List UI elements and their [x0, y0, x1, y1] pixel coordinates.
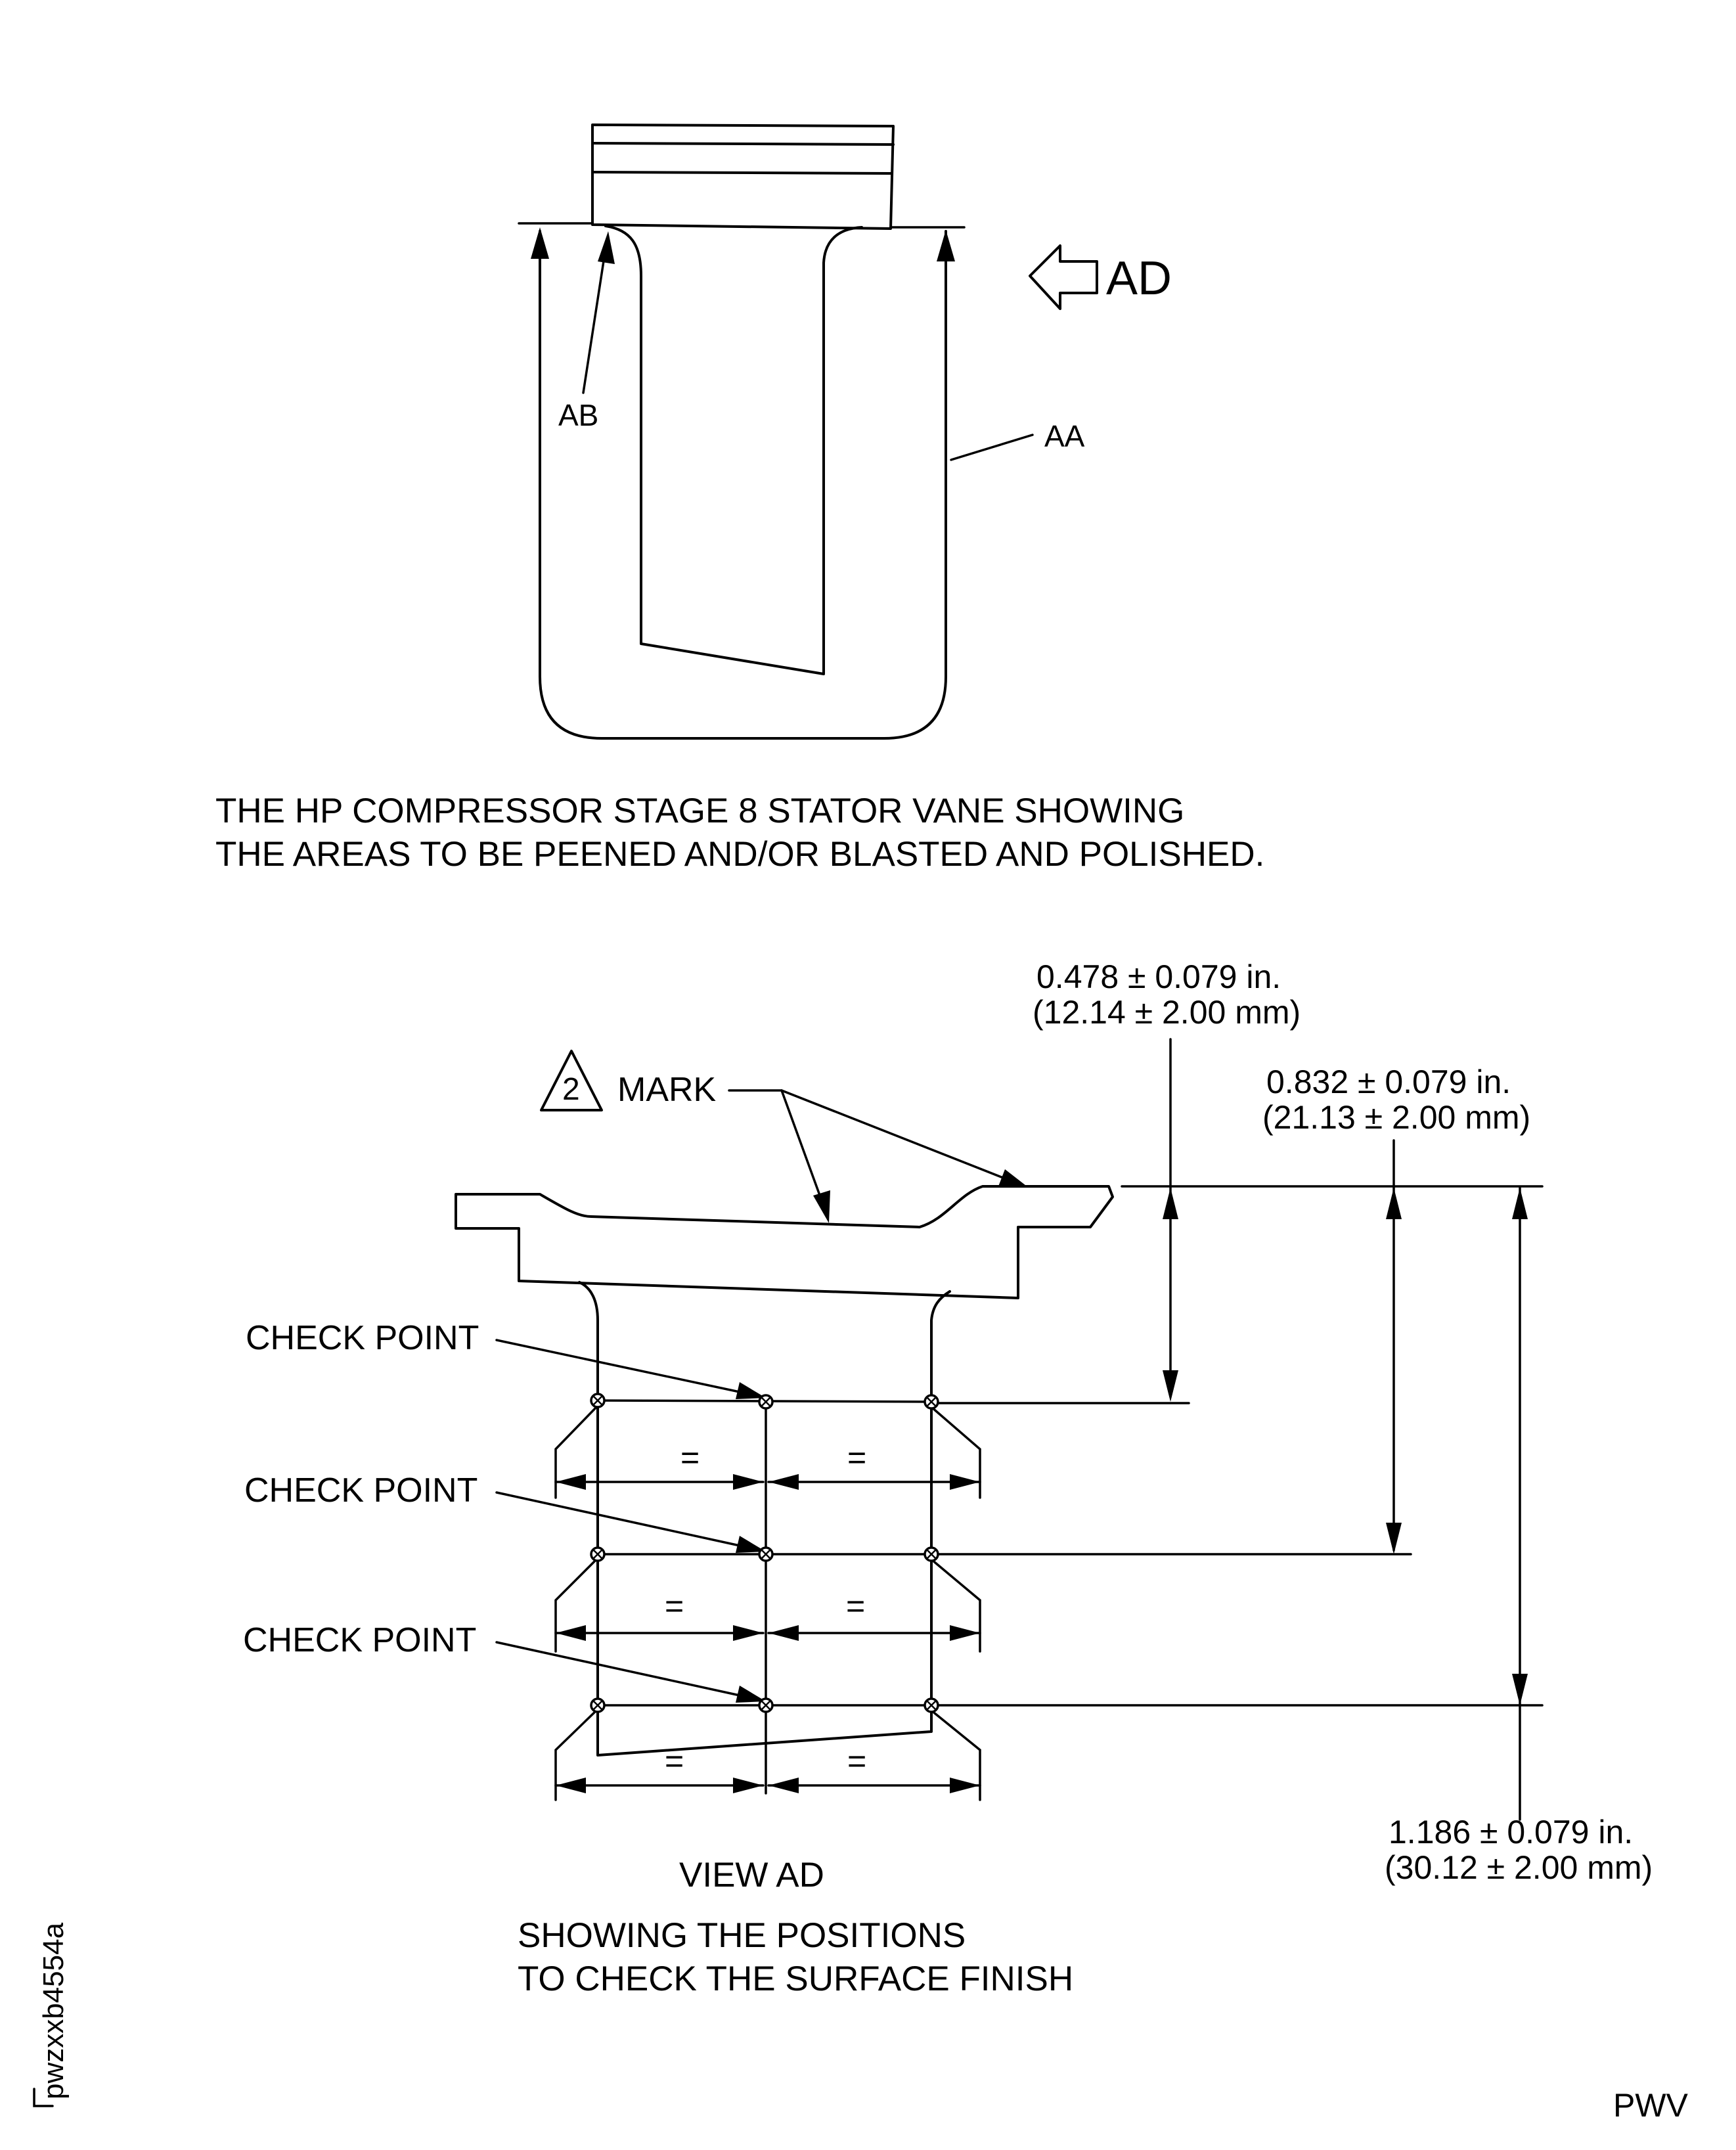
- dimension-2-mm: (21.13 ± 2.00 mm): [1262, 1099, 1530, 1136]
- equal-sign: =: [847, 1439, 866, 1476]
- equal-dimension-arrows: [556, 1474, 980, 1793]
- mark-label: MARK: [617, 1071, 717, 1109]
- check-station-1: [554, 1399, 1190, 1499]
- footer-code: PWV: [1613, 2087, 1689, 2124]
- dimension-1-inch: 0.478 ± 0.079 in.: [1036, 958, 1281, 995]
- check-point-markers: [590, 1393, 939, 1713]
- check-point-label-1: CHECK POINT: [246, 1319, 479, 1357]
- equal-sign: =: [847, 1743, 866, 1780]
- figure-id-corner-mark: [33, 2088, 54, 2107]
- dimension-1: [1163, 1038, 1178, 1402]
- view-ad-marker-label: AD: [1106, 252, 1172, 305]
- view-ad-airfoil: [578, 1281, 951, 1757]
- view-ad-drawing: [455, 1038, 1544, 1821]
- dimension-3-mm: (30.12 ± 2.00 mm): [1385, 1849, 1653, 1886]
- check-point-label-2: CHECK POINT: [244, 1471, 478, 1510]
- equal-sign: =: [680, 1439, 700, 1476]
- equal-sign: =: [846, 1588, 865, 1624]
- vane-platform: [591, 123, 895, 230]
- ab-leader: [582, 247, 607, 394]
- view-ad-title: VIEW AD: [679, 1856, 824, 1894]
- dimension-1-mm: (12.14 ± 2.00 mm): [1033, 994, 1301, 1031]
- dimension-2-inch: 0.832 ± 0.079 in.: [1266, 1064, 1511, 1100]
- area-aa-boundary: [539, 230, 947, 740]
- check-point-label-3: CHECK POINT: [243, 1621, 476, 1659]
- label-ab: AB: [558, 398, 598, 432]
- check-station-2: [554, 1553, 1412, 1653]
- view-ad-caption-line2: TO CHECK THE SURFACE FINISH: [518, 1960, 1073, 1998]
- aa-leader: [950, 434, 1034, 461]
- top-caption-line1: THE HP COMPRESSOR STAGE 8 STATOR VANE SH…: [215, 792, 1184, 830]
- view-ad-caption-line1: SHOWING THE POSITIONS: [518, 1916, 966, 1955]
- equal-sign: =: [665, 1588, 684, 1624]
- note-triangle-icon: [540, 1050, 603, 1111]
- check-station-3: [554, 1704, 1544, 1801]
- view-ad-arrow-icon: [1029, 244, 1098, 310]
- view-ad-platform: [455, 1185, 1114, 1299]
- equal-sign: =: [665, 1743, 684, 1780]
- dimension-3-inch: 1.186 ± 0.079 in.: [1389, 1814, 1633, 1850]
- label-aa: AA: [1044, 419, 1085, 453]
- dimension-3: [1512, 1186, 1528, 1821]
- dimension-2: [1386, 1139, 1402, 1554]
- stator-vane-side-view: [518, 123, 1098, 740]
- vane-airfoil-outline: [604, 225, 863, 675]
- note-number: 2: [562, 1072, 580, 1107]
- top-caption-line2: THE AREAS TO BE PEENED AND/OR BLASTED AN…: [215, 835, 1264, 874]
- figure-id: pwzxxb4554a: [37, 1922, 70, 2099]
